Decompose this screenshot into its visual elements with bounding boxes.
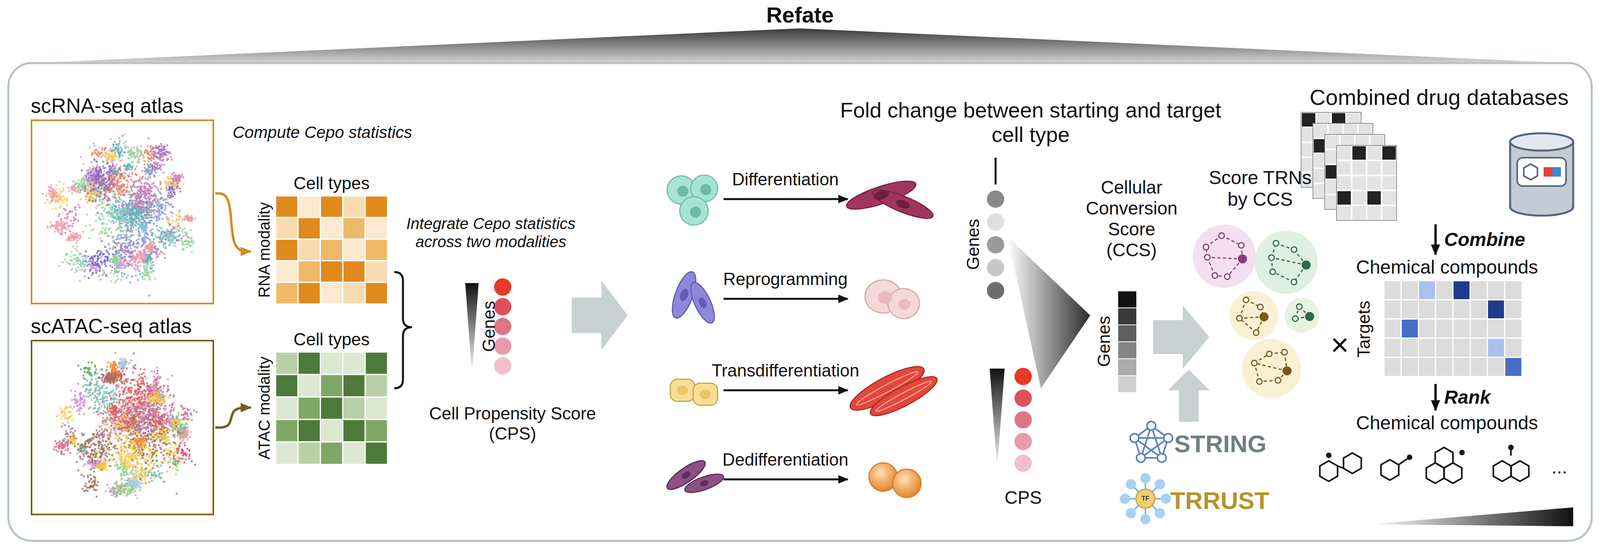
figure-canvas: RefatescRNA-seq atlasscATAC-seq atlasCel… [0,0,1600,546]
